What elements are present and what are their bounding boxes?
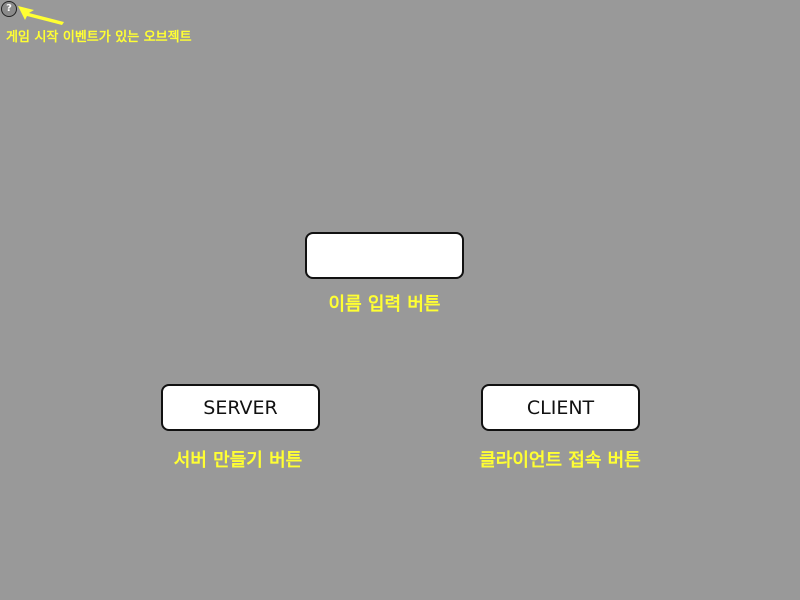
server-button-label: SERVER bbox=[203, 396, 278, 419]
server-button[interactable]: SERVER bbox=[161, 384, 320, 431]
name-input-annotation: 이름 입력 버튼 bbox=[328, 294, 441, 315]
name-input-button[interactable] bbox=[305, 232, 464, 279]
client-button[interactable]: CLIENT bbox=[481, 384, 640, 431]
game-start-object-icon[interactable]: ? bbox=[1, 1, 17, 17]
game-start-object-annotation: 게임 시작 이벤트가 있는 오브젝트 bbox=[6, 30, 192, 45]
pointer-arrow-icon bbox=[18, 6, 64, 25]
client-button-annotation: 클라이언트 접속 버튼 bbox=[479, 450, 641, 471]
client-button-label: CLIENT bbox=[526, 396, 595, 419]
server-button-annotation: 서버 만들기 버튼 bbox=[173, 450, 303, 471]
